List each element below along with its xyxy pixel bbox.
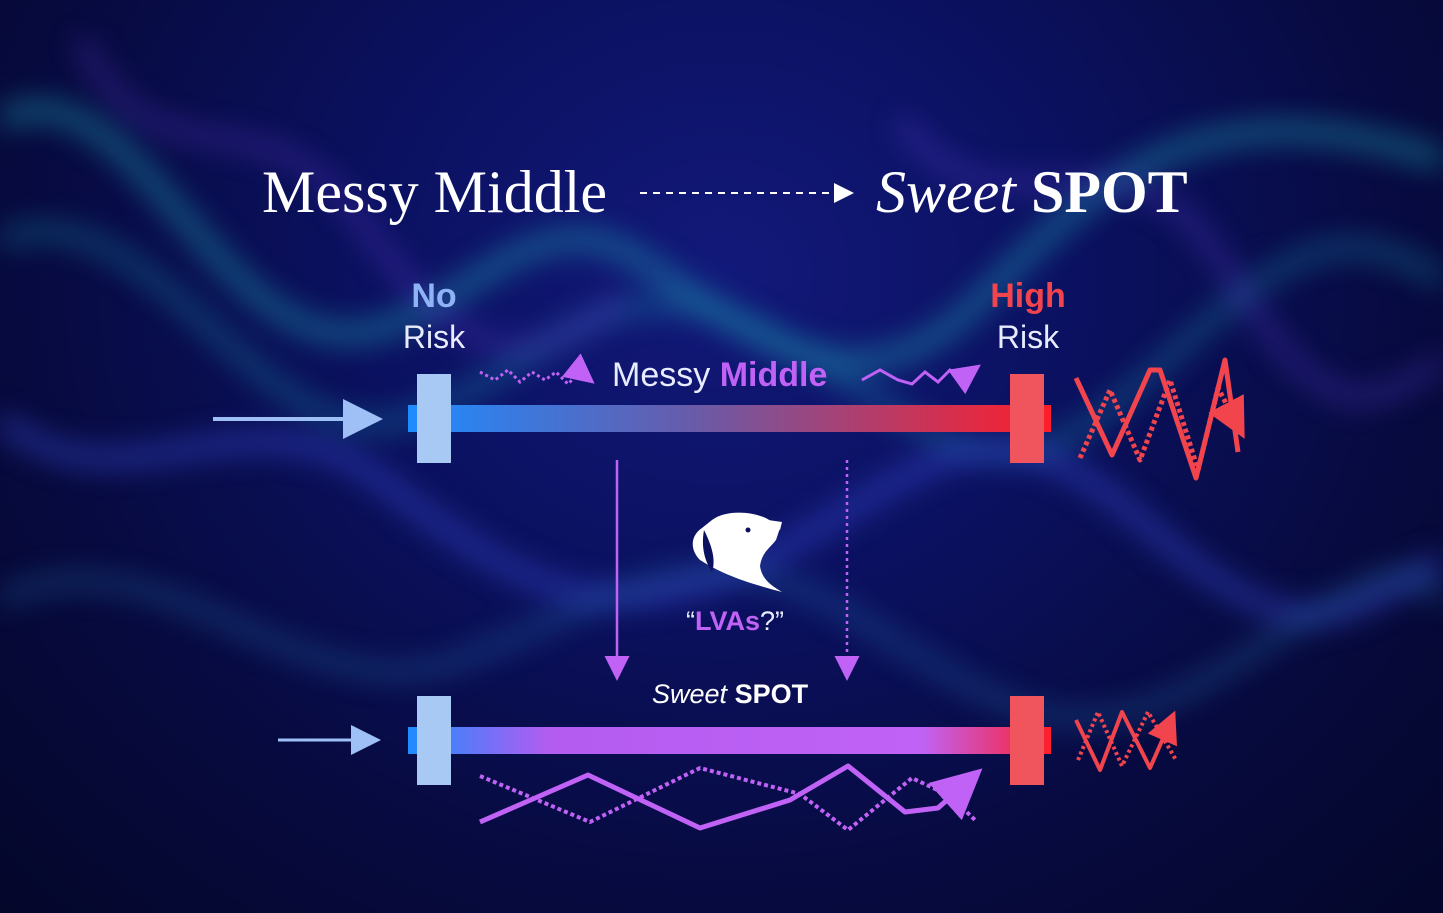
no-risk-strong: No bbox=[411, 277, 457, 315]
dog-logo-icon bbox=[692, 512, 782, 592]
high-risk-label: High Risk bbox=[938, 276, 1118, 358]
lvas-question: “LVAs?” bbox=[685, 606, 785, 636]
sweet-spot-label: Sweet SPOT bbox=[652, 679, 809, 709]
high-risk-strong: High bbox=[990, 277, 1066, 315]
no-risk-marker-top bbox=[417, 374, 451, 463]
high-risk-sub: Risk bbox=[996, 319, 1060, 355]
headline-sweet-spot: Sweet SPOT bbox=[876, 159, 1188, 225]
no-risk-marker-bottom bbox=[417, 696, 451, 785]
risk-bar-top bbox=[408, 405, 1051, 432]
sweet-spot-wave bbox=[479, 763, 983, 832]
no-risk-sub: Risk bbox=[402, 319, 466, 355]
high-risk-marker-bottom bbox=[1010, 696, 1044, 785]
volatile-zigzag-bottom bbox=[1074, 710, 1178, 772]
volatile-zigzag-top bbox=[1073, 357, 1245, 481]
headline: Messy Middle Sweet SPOT bbox=[0, 150, 1443, 240]
messy-squiggle-right bbox=[861, 364, 981, 395]
high-risk-marker-top bbox=[1010, 374, 1044, 463]
headline-messy-middle: Messy Middle bbox=[262, 159, 607, 225]
messy-squiggle-left bbox=[479, 353, 595, 387]
no-risk-label: No Risk bbox=[344, 276, 524, 358]
risk-bar-bottom bbox=[408, 727, 1051, 754]
messy-middle-label: Messy Middle bbox=[612, 356, 828, 394]
